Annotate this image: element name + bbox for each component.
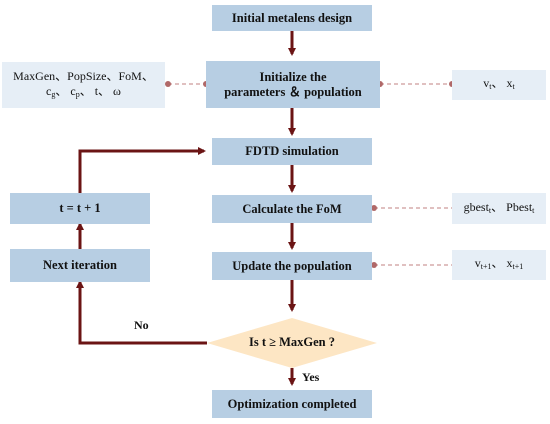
decision-label: Is t ≥ MaxGen ? [248, 335, 336, 349]
node-update-pop-label: Update the population [232, 258, 352, 273]
node-calc-fom: Calculate the FoM [212, 195, 372, 223]
decision-diamond [207, 318, 377, 368]
node-initialize-line1: Initialize the [259, 69, 327, 84]
edge-label-yes: Yes [302, 370, 320, 384]
node-update-pop: Update the population [212, 252, 372, 280]
arrow-increment-to-fdtd [78, 147, 206, 193]
edge-label-no: No [134, 318, 149, 332]
note-parameters-line1: MaxGen、PopSize、FoM、 [13, 68, 154, 83]
node-completed-label: Optimization completed [227, 396, 357, 411]
node-increment-label: t = t + 1 [59, 201, 101, 215]
node-next-iteration: Next iteration [10, 249, 150, 282]
node-fdtd-label: FDTD simulation [245, 144, 339, 158]
node-initialize: Initialize the parameters ＆ population [206, 61, 380, 108]
note-parameters: MaxGen、PopSize、FoM、 cg、 cp、 t、 ω [2, 62, 165, 108]
node-completed: Optimization completed [212, 390, 372, 418]
node-calc-fom-label: Calculate the FoM [242, 201, 342, 216]
note-gbest-pbest-text: gbestt、 Pbestt [463, 199, 535, 215]
node-increment: t = t + 1 [10, 193, 150, 224]
dot-gbest-left [371, 205, 377, 211]
dot-vxnext-left [371, 262, 377, 268]
note-parameters-line2: cg、 cp、 t、 ω [46, 83, 121, 99]
node-initialize-line2: parameters ＆ population [224, 84, 362, 99]
dot-params-left [165, 81, 171, 87]
node-initial-design-label: Initial metalens design [231, 10, 353, 25]
note-gbest-pbest: gbestt、 Pbestt [452, 193, 546, 224]
node-initial-design: Initial metalens design [212, 5, 372, 31]
note-v-x-text: vt、 xt [483, 76, 515, 91]
node-fdtd: FDTD simulation [212, 138, 372, 165]
note-v-x: vt、 xt [452, 70, 546, 100]
note-v-x-next-text: vt+1、 xt+1 [474, 256, 524, 271]
note-v-x-next: vt+1、 xt+1 [452, 250, 546, 280]
node-next-iteration-label: Next iteration [43, 258, 117, 272]
arrow-decision-no-loop [76, 280, 207, 345]
